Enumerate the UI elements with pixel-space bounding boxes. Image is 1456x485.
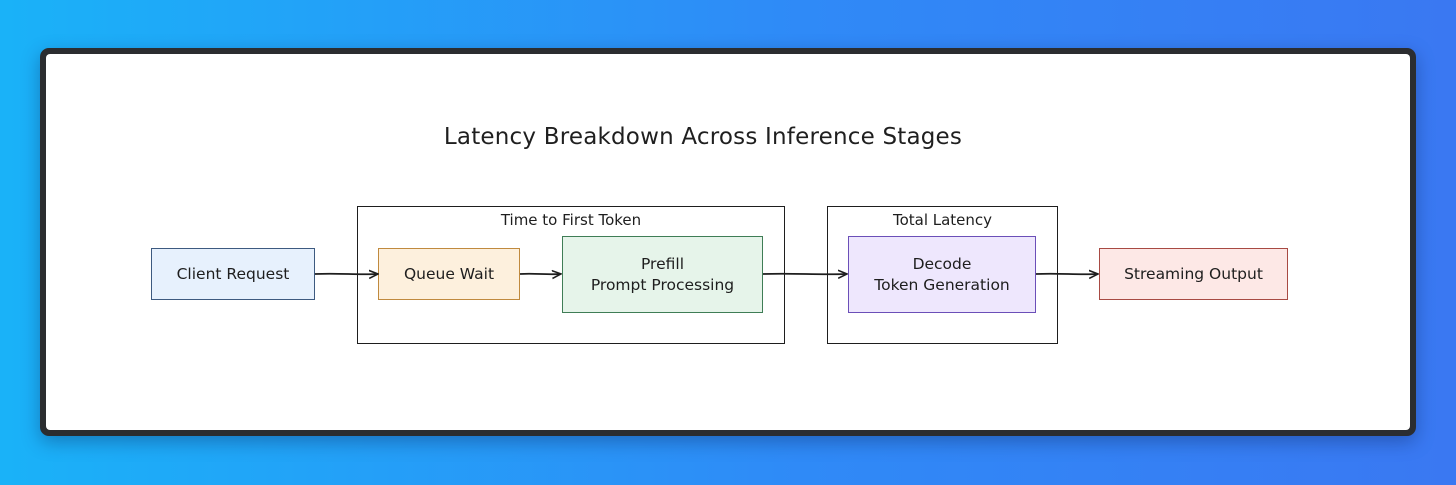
node-prefill: Prefill Prompt Processing bbox=[562, 236, 763, 313]
group-label-total-latency: Total Latency bbox=[892, 211, 993, 229]
diagram-canvas: Latency Breakdown Across Inference Stage… bbox=[46, 54, 1410, 430]
node-decode-title: Decode bbox=[912, 254, 972, 273]
node-streaming-output: Streaming Output bbox=[1099, 248, 1288, 300]
node-client-request: Client Request bbox=[151, 248, 315, 300]
edge-decode-to-output bbox=[1035, 274, 1097, 275]
edge-queue-to-prefill bbox=[519, 274, 560, 275]
node-prefill-title: Prefill bbox=[640, 254, 685, 273]
group-label-time-to-first-token: Time to First Token bbox=[500, 211, 642, 229]
node-client-request-label: Client Request bbox=[176, 264, 290, 283]
node-decode-subtitle: Token Generation bbox=[874, 275, 1010, 294]
node-prefill-subtitle: Prompt Processing bbox=[590, 275, 735, 294]
node-decode: Decode Token Generation bbox=[848, 236, 1036, 313]
window-frame: Latency Breakdown Across Inference Stage… bbox=[40, 48, 1416, 436]
diagram-title: Latency Breakdown Across Inference Stage… bbox=[443, 124, 963, 150]
edge-prefill-to-decode bbox=[762, 274, 846, 275]
node-queue-wait: Queue Wait bbox=[378, 248, 520, 300]
diagram-edges bbox=[314, 54, 1410, 430]
node-queue-wait-label: Queue Wait bbox=[403, 264, 495, 283]
edge-client-to-queue bbox=[314, 274, 377, 275]
node-streaming-output-label: Streaming Output bbox=[1124, 264, 1263, 283]
